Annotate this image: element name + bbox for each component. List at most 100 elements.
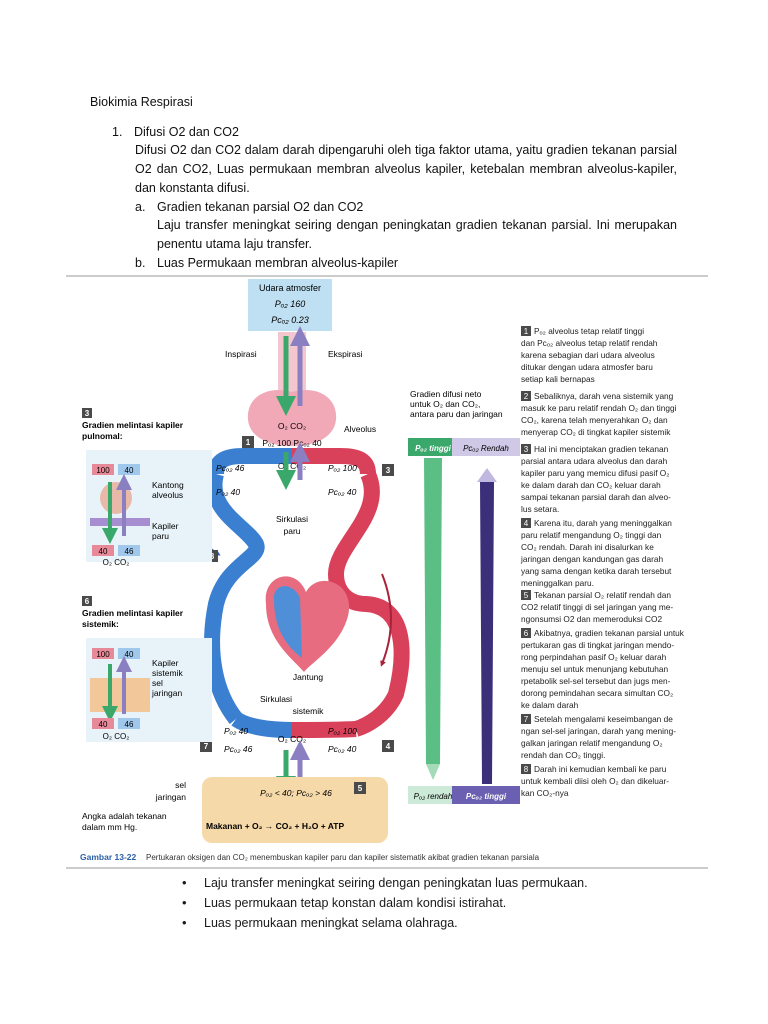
step3-num: 3 <box>524 445 529 454</box>
panel3-bottom-co2: 46 <box>125 547 134 556</box>
step3-line4: ke dalam darah dan CO₂ keluar darah <box>521 480 661 490</box>
step1-line4: ditukar dengan udara atmosfer baru <box>521 362 653 372</box>
panel6-bottom-co2: 46 <box>125 720 134 729</box>
atmosphere-box: Udara atmosfer Pₒ₂ 160 Pᴄₒ₂ 0.23 <box>248 279 332 331</box>
step2-line4: menyerap CO₂ di tingkat kapiler sistemik <box>521 427 671 437</box>
section-1-title: Difusi O2 dan CO2 <box>134 125 239 139</box>
sirkulasi-paru-label-1: Sirkulasi <box>276 514 308 524</box>
gradient-title-2: untuk O₂ dan CO₂, <box>410 399 480 409</box>
badge-1: 1 <box>246 438 251 447</box>
po2-high-label: Pₒ₂ tinggi <box>415 444 452 453</box>
metabolism-equation: Makanan + O₂ → CO₂ + H₂O + ATP <box>206 821 344 831</box>
bullet-item: Luas permukaan tetap konstan dalam kondi… <box>180 893 588 913</box>
alveolus-label: Alveolus <box>344 424 376 434</box>
systemic-right-bottom: Pᴄₒ₂ 40 <box>328 744 357 754</box>
panel3-label-2a: Kapiler <box>152 521 179 531</box>
panel3-label-1a: Kantong <box>152 480 184 490</box>
net-gradient-panel: Gradien difusi neto untuk O₂ dan CO₂, an… <box>408 389 520 804</box>
step8-line3: kan CO₂-nya <box>521 788 569 798</box>
step7-num: 7 <box>524 715 529 724</box>
step-descriptions: 1 Pₒ₂ alveolus tetap relatif tinggi dan … <box>520 326 685 798</box>
pulmonary-left-top: Pᴄₒ₂ 46 <box>216 463 245 473</box>
panel3-label-1b: alveolus <box>152 490 183 500</box>
panel6-title-2: sistemik: <box>82 619 119 629</box>
pulmonary-mid-gases: O₂ CO₂ <box>278 461 306 471</box>
sel-jaringan-label-1: sel <box>175 780 186 790</box>
step7-line4: rendah dan CO₂ tinggi. <box>521 750 605 760</box>
badge-4: 4 <box>386 742 391 751</box>
tissue-values: Pₒ₂ < 40; Pᴄₒ₂ > 46 <box>260 788 332 798</box>
section-1-number: 1. <box>112 125 123 139</box>
systemic-mid-gases: O₂ CO₂ <box>278 734 306 744</box>
inspirasi-label: Inspirasi <box>225 349 257 359</box>
sirkulasi-sistemik-label-2: sistemik <box>293 706 324 716</box>
step2-num: 2 <box>524 392 529 401</box>
panel6-bottom-o2: 40 <box>99 720 108 729</box>
step2-line1: Sebaliknya, darah vena sistemik yang <box>534 391 674 401</box>
panel6-gas-labels: O₂ CO₂ <box>103 732 130 741</box>
sirkulasi-paru-label-2: paru <box>283 526 300 536</box>
pulmonary-right-bottom: Pᴄₒ₂ 40 <box>328 487 357 497</box>
pco2-low-label: Pᴄₒ₂ Rendah <box>463 444 509 453</box>
step3-line6: lus setara. <box>521 504 559 514</box>
badge-7: 7 <box>204 742 209 751</box>
panel3-number: 3 <box>85 409 90 418</box>
gradient-title-1: Gradien difusi neto <box>410 389 482 399</box>
step7-line2: ngan sel-sel jaringan, darah yang mening… <box>521 726 676 736</box>
bullet-item: Luas permukaan meningkat selama olahraga… <box>180 913 588 933</box>
section-1-heading: 1. Difusi O2 dan CO2 <box>112 123 239 142</box>
atmosphere-po2: Pₒ₂ 160 <box>275 299 306 309</box>
step4-line3: CO₂ rendah. Darah ini disalurkan ke <box>521 542 654 552</box>
step6-line3: rong perpindahan pasif O₂ keluar darah <box>521 652 667 662</box>
step1-line1: Pₒ₂ alveolus tetap relatif tinggi <box>534 326 644 336</box>
step4-num: 4 <box>524 519 529 528</box>
step6-line5: rpetabolik sel-sel tersebut dan jugs men… <box>521 676 671 686</box>
subsection-a-heading: a.Gradien tekanan parsial O2 dan CO2 <box>135 198 363 217</box>
panel3-bottom-o2: 40 <box>99 547 108 556</box>
pulmonary-right-top: Pₒ₂ 100 <box>328 463 357 473</box>
systemic-left-top: Pₒ₂ 40 <box>224 726 248 736</box>
step3-line3: kapiler paru yang memicu difusi pasif O₂ <box>521 468 669 478</box>
panel6-top-o2: 100 <box>96 650 110 659</box>
step8-line2: untuk kembali diisi oleh O₂ dan dikeluar… <box>521 776 669 786</box>
panel6-label-d: jaringan <box>151 688 183 698</box>
panel3-top-o2: 100 <box>96 466 110 475</box>
panel3-label-2b: paru <box>152 531 169 541</box>
panel6-label-b: sistemik <box>152 668 183 678</box>
badge-8: 8 <box>210 552 215 561</box>
sel-jaringan-label-2: jaringan <box>155 792 187 802</box>
panel6-top-co2: 40 <box>125 650 134 659</box>
units-note-1: Angka adalah tekanan <box>82 811 167 821</box>
atmosphere-title: Udara atmosfer <box>259 283 321 293</box>
bullet-list: Laju transfer meningkat seiring dengan p… <box>180 873 588 933</box>
panel3-title-2: pulnomal: <box>82 431 123 441</box>
step6-num: 6 <box>524 629 529 638</box>
systemic-right-top: Pₒ₂ 100 <box>328 726 357 736</box>
panel-pulmonary-gradient: 3 Gradien melintasi kapiler pulnomal: 10… <box>82 408 212 567</box>
step5-line1: Tekanan parsial O₂ relatif rendah dan <box>534 590 671 600</box>
document-title: Biokimia Respirasi <box>90 95 193 109</box>
atmosphere-pco2: Pᴄₒ₂ 0.23 <box>271 315 309 325</box>
step7-line1: Setelah mengalami keseimbangan de <box>534 714 673 724</box>
panel3-title-1: Gradien melintasi kapiler <box>82 420 184 430</box>
bullet-item: Laju transfer meningkat seiring dengan p… <box>180 873 588 893</box>
panel6-label-c: sel <box>152 678 163 688</box>
step2-line2: masuk ke paru relatif rendah O₂ dan ting… <box>521 403 677 413</box>
step4-line6: meninggalkan paru. <box>521 578 594 588</box>
po2-low-label: Pₒ₂ rendah <box>414 792 453 801</box>
step7-line3: galkan jaringan relatif mengandung O₂ <box>521 738 663 748</box>
step2-line3: CO₂, karena telah menyerahkan O₂ dan <box>521 415 668 425</box>
step8-line1: Darah ini kemudian kembali ke paru <box>534 764 667 774</box>
heart-illustration <box>265 576 350 672</box>
step1-num: 1 <box>524 327 529 336</box>
step8-num: 8 <box>524 765 529 774</box>
step6-line1: Akibatnya, gradien tekanan parsial untuk <box>534 628 685 638</box>
alveolus-gases: O₂ CO₂ <box>278 421 306 431</box>
units-note-2: dalam mm Hg. <box>82 822 137 832</box>
section-1-body: Difusi O2 dan CO2 dalam darah dipengaruh… <box>135 143 677 195</box>
step3-line1: Hal ini menciptakan gradien tekanan <box>534 444 669 454</box>
subsection-a-marker: a. <box>135 200 146 214</box>
panel6-number: 6 <box>85 597 90 606</box>
systemic-left-bottom: Pᴄₒ₂ 46 <box>224 744 253 754</box>
tissue-band <box>202 777 388 843</box>
